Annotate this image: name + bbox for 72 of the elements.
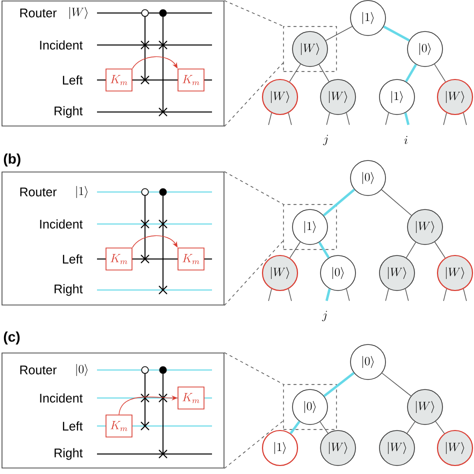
tree-edge — [434, 64, 446, 82]
tree-edge — [435, 421, 445, 434]
wire-label: Router — [20, 188, 57, 196]
branch-line — [288, 288, 292, 302]
tree-edge — [404, 64, 418, 82]
wire-label: Incident — [40, 40, 83, 50]
branch-line — [346, 288, 350, 302]
gate-box: $K_m$ — [106, 414, 132, 438]
tree-edge — [406, 242, 416, 258]
dashed-box — [283, 204, 337, 250]
wire-label: Left — [62, 254, 83, 264]
branch-line — [385, 112, 389, 126]
wire-label: Right — [54, 284, 83, 296]
index-label: $j$ — [322, 310, 327, 322]
tree-edge — [434, 242, 446, 258]
branch-line — [443, 112, 447, 126]
wire-label: Right — [54, 448, 83, 460]
wire-label: Right — [54, 106, 83, 118]
tree-edge — [323, 372, 355, 397]
tree-edge — [322, 188, 356, 216]
tree-edge — [383, 26, 410, 42]
branch-line — [404, 112, 410, 126]
branch-line — [463, 112, 467, 126]
zoom-line — [224, 420, 284, 469]
branch-line — [346, 112, 350, 126]
wire-label: Router — [20, 366, 57, 374]
circuit-panel — [2, 352, 224, 468]
wire-label: Left — [62, 75, 83, 85]
index-label: $i$ — [404, 136, 408, 144]
branch-line — [385, 288, 389, 302]
tree-edge — [381, 189, 412, 216]
circuit-panel — [2, 172, 224, 306]
circuit-panel — [2, 0, 224, 126]
index-label: $j$ — [323, 134, 328, 146]
branch-line — [443, 288, 447, 302]
tree-edge — [290, 420, 300, 434]
panel-letter: (b) — [4, 153, 20, 167]
zoom-line — [224, 352, 284, 384]
gate-box: $K_m$ — [178, 248, 204, 270]
wire-label: Left — [62, 421, 83, 431]
branch-line — [405, 288, 409, 302]
tree-edge — [289, 64, 301, 82]
dashed-box — [283, 384, 337, 430]
zoom-line — [224, 171, 284, 204]
branch-line — [325, 288, 331, 302]
zoom-line — [224, 0, 284, 26]
branch-line — [268, 112, 272, 126]
branch-line — [288, 112, 292, 126]
panel-letter: (c) — [4, 331, 20, 345]
branch-line — [268, 288, 272, 302]
wire-label: Incident — [40, 393, 83, 403]
tree-edge — [382, 372, 412, 396]
tree-edge — [320, 421, 328, 434]
zoom-line — [224, 240, 284, 306]
wire-label: Router — [20, 8, 57, 18]
state-label: $|1\rangle$ — [76, 186, 88, 198]
branch-line — [326, 112, 330, 126]
state-label: $|W\rangle$ — [70, 7, 88, 19]
gate-box: $K_m$ — [178, 68, 204, 92]
branch-line — [463, 288, 467, 302]
tree-edge — [325, 26, 353, 41]
zoom-line — [224, 62, 284, 127]
gate-box: $K_m$ — [106, 68, 132, 92]
tree-edge — [318, 64, 330, 82]
tree-edge — [318, 242, 330, 258]
dashed-box — [283, 26, 337, 72]
tree-edge — [290, 242, 301, 258]
wire-label: Incident — [40, 219, 83, 229]
state-label: $|0\rangle$ — [76, 364, 88, 376]
tree-edge — [406, 421, 416, 434]
gate-box: $K_m$ — [106, 248, 132, 270]
gate-box: $K_m$ — [178, 386, 204, 410]
